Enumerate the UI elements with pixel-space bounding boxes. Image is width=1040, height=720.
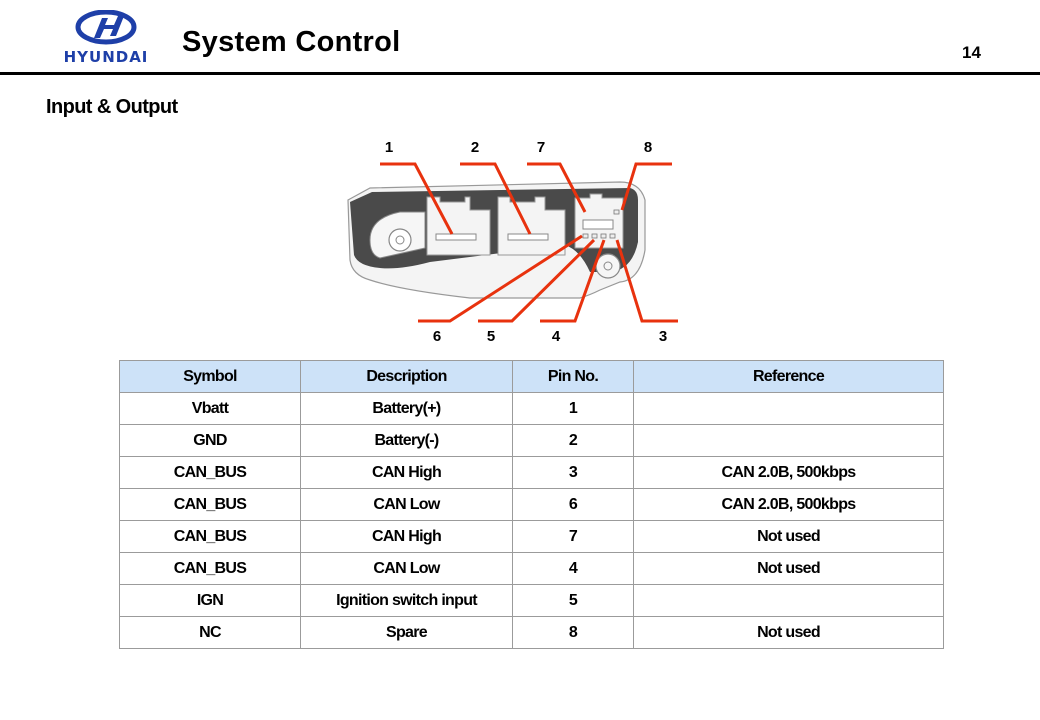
hyundai-logo: HYUNDAI [56, 10, 156, 66]
callout-lines [380, 162, 678, 323]
table-row: IGN Ignition switch input 5 [119, 584, 944, 617]
cell-description: CAN High [300, 520, 513, 553]
table-row: CAN_BUS CAN Low 6 CAN 2.0B, 500kbps [119, 488, 944, 521]
cell-reference [633, 424, 944, 457]
callout-label-8: 8 [644, 139, 652, 156]
cell-symbol: IGN [119, 584, 301, 617]
section-title: Input & Output [46, 96, 178, 118]
page-title: System Control [182, 26, 401, 58]
cell-symbol: CAN_BUS [119, 456, 301, 489]
callout-line-2 [460, 162, 532, 235]
table-row: Vbatt Battery(+) 1 [119, 392, 944, 425]
column-header-symbol: Symbol [119, 360, 301, 393]
cell-description: CAN High [300, 456, 513, 489]
column-header-description: Description [300, 360, 513, 393]
header-divider [0, 72, 1040, 75]
cell-description: Spare [300, 616, 513, 649]
table-row: CAN_BUS CAN High 7 Not used [119, 520, 944, 553]
callout-line-7 [527, 162, 587, 213]
cell-pin: 6 [512, 488, 634, 521]
cell-reference: Not used [633, 616, 944, 649]
callout-line-3 [615, 239, 678, 323]
callout-line-4 [540, 239, 606, 323]
brand-wordmark: HYUNDAI [63, 48, 149, 66]
callout-line-6 [418, 234, 583, 323]
hyundai-emblem-icon [75, 10, 137, 45]
cell-reference: CAN 2.0B, 500kbps [633, 488, 944, 521]
callout-label-3: 3 [659, 328, 667, 345]
cell-reference: CAN 2.0B, 500kbps [633, 456, 944, 489]
cell-symbol: CAN_BUS [119, 488, 301, 521]
cell-pin: 1 [512, 392, 634, 425]
callout-line-5 [478, 238, 596, 323]
cell-description: Ignition switch input [300, 584, 513, 617]
callout-label-5: 5 [487, 328, 495, 345]
cell-pin: 2 [512, 424, 634, 457]
column-header-reference: Reference [633, 360, 944, 393]
cell-symbol: CAN_BUS [119, 520, 301, 553]
cell-symbol: CAN_BUS [119, 552, 301, 585]
pin-table: Symbol Description Pin No. Reference Vba… [119, 360, 944, 649]
cell-reference: Not used [633, 520, 944, 553]
mount-hole-right [595, 253, 621, 279]
cell-description: CAN Low [300, 552, 513, 585]
cell-symbol: NC [119, 616, 301, 649]
cell-symbol: GND [119, 424, 301, 457]
callout-line-1 [380, 162, 454, 235]
callout-line-8 [620, 162, 672, 211]
table-row: CAN_BUS CAN High 3 CAN 2.0B, 500kbps [119, 456, 944, 489]
cell-reference [633, 584, 944, 617]
cell-pin: 7 [512, 520, 634, 553]
callout-label-1: 1 [385, 139, 393, 156]
connector-body [350, 188, 638, 272]
table-header-row: Symbol Description Pin No. Reference [119, 360, 944, 393]
cell-description: Battery(+) [300, 392, 513, 425]
cell-pin: 8 [512, 616, 634, 649]
callout-label-2: 2 [471, 139, 479, 156]
callout-label-4: 4 [552, 328, 561, 345]
callout-label-6: 6 [433, 328, 441, 345]
cell-description: CAN Low [300, 488, 513, 521]
cell-pin: 3 [512, 456, 634, 489]
cell-reference: Not used [633, 552, 944, 585]
mount-hole-left [388, 228, 412, 252]
column-header-pin: Pin No. [512, 360, 634, 393]
cell-symbol: Vbatt [119, 392, 301, 425]
cell-reference [633, 392, 944, 425]
cell-description: Battery(-) [300, 424, 513, 457]
page-number: 14 [962, 43, 981, 62]
table-row: CAN_BUS CAN Low 4 Not used [119, 552, 944, 585]
connector-diagram: 1 2 7 8 6 5 4 3 [340, 130, 690, 350]
cell-pin: 4 [512, 552, 634, 585]
callout-label-7: 7 [537, 139, 545, 156]
table-row: NC Spare 8 Not used [119, 616, 944, 649]
cell-pin: 5 [512, 584, 634, 617]
table-row: GND Battery(-) 2 [119, 424, 944, 457]
